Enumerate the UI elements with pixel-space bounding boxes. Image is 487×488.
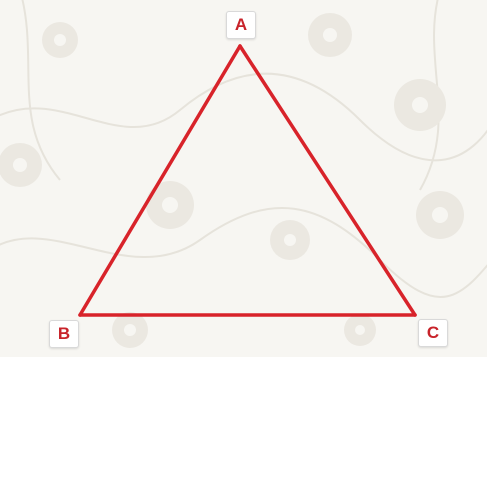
vertex-label-a: A [226, 11, 256, 39]
diagram-canvas: A B C [0, 0, 487, 357]
floral-background [0, 0, 487, 348]
edge-ca [238, 44, 417, 317]
blank-area [0, 357, 487, 488]
vertex-label-b: B [49, 320, 79, 348]
vertex-label-c: C [418, 319, 448, 347]
triangle-diagram [78, 44, 417, 317]
edge-ab [78, 44, 242, 317]
